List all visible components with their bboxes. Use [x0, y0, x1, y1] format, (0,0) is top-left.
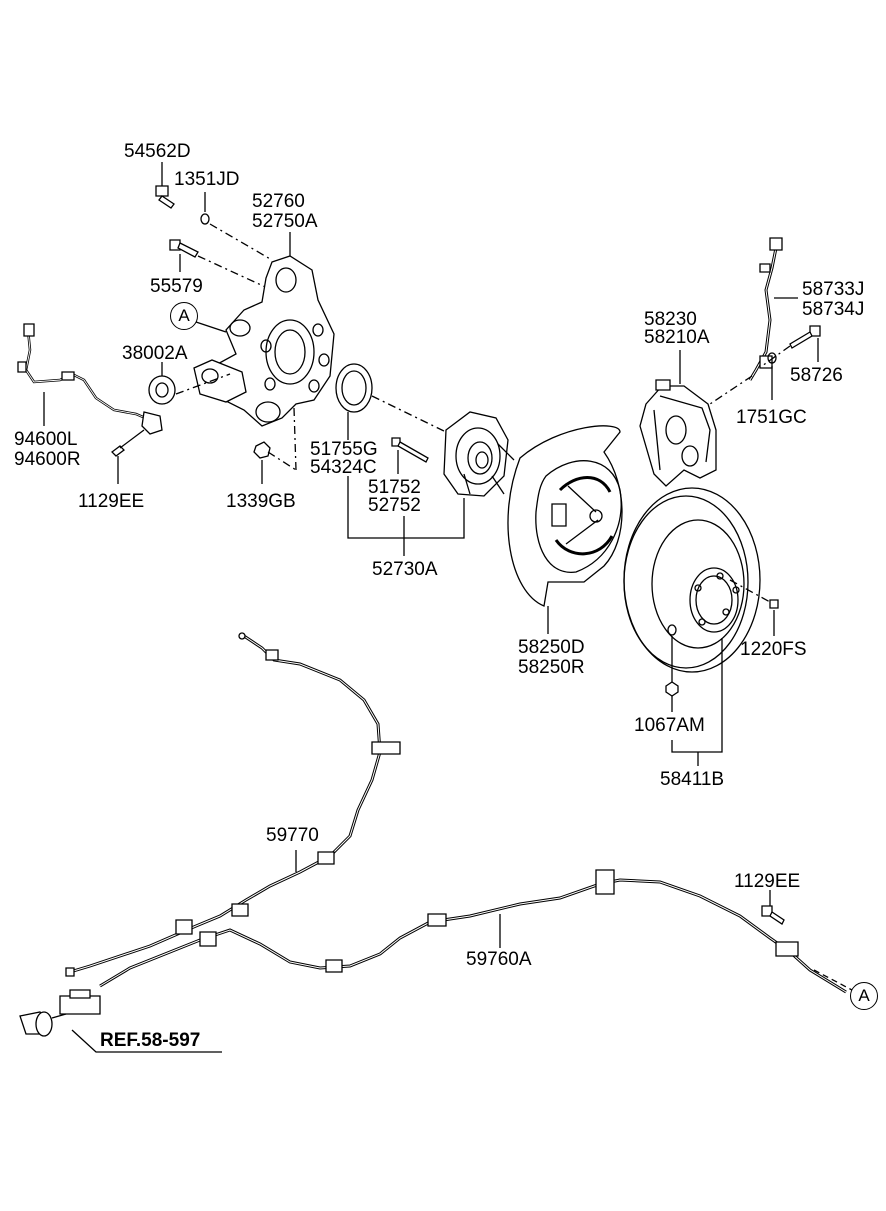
callout-a-bottom: A	[850, 982, 878, 1010]
wheel-speed-sensor-94600	[18, 324, 162, 434]
washer-1751GC	[768, 353, 776, 363]
label-94600R: 94600R	[14, 449, 81, 470]
dash-seal-hub	[372, 396, 446, 432]
bracket-38002A	[194, 360, 246, 402]
label-58230: 58230	[644, 309, 697, 330]
brake-disc-58411B	[624, 488, 760, 672]
label-1129EE-bottom: 1129EE	[734, 871, 801, 892]
label-1339GB: 1339GB	[226, 491, 296, 512]
label-58734J: 58734J	[802, 299, 865, 320]
bolt-58726	[790, 326, 820, 348]
bolt-1220FS	[770, 600, 778, 608]
dash-disc-bolt	[730, 580, 770, 602]
label-58733J: 58733J	[802, 279, 865, 300]
seal-51755G	[336, 364, 372, 412]
label-58411B: 58411B	[660, 769, 725, 790]
label-52752: 52752	[368, 495, 421, 516]
hub-bearing-52730A	[444, 412, 514, 496]
reference-label[interactable]: REF.58-597	[100, 1030, 201, 1051]
bolt-51752	[392, 438, 428, 462]
callout-a-top: A	[170, 302, 198, 330]
label-1351JD: 1351JD	[174, 169, 240, 190]
dash-hose-caliper	[710, 376, 752, 404]
label-1220FS: 1220FS	[740, 639, 807, 660]
nut-1339GB	[254, 442, 270, 458]
bracket-58411B	[672, 638, 722, 752]
washer-1351JD	[201, 214, 209, 224]
equalizer-ref	[20, 990, 100, 1036]
leader-A-top	[196, 322, 226, 332]
bolt-1129EE-bottom	[762, 906, 784, 924]
cable-59770	[66, 633, 400, 976]
label-59770: 59770	[266, 825, 319, 846]
label-52760: 52760	[252, 191, 305, 212]
dash-55579	[198, 256, 272, 290]
backing-plate-58250D	[508, 426, 622, 606]
label-58250D: 58250D	[518, 637, 585, 658]
bolt-1129EE-top	[112, 430, 144, 456]
dash-knuckle-lower	[294, 408, 296, 470]
dash-1339GB	[268, 452, 296, 470]
label-51755G: 51755G	[310, 439, 378, 460]
label-54562D: 54562D	[124, 141, 191, 162]
dash-cable-A	[814, 970, 852, 990]
caliper-58210A	[640, 380, 716, 486]
label-52730A: 52730A	[372, 559, 438, 580]
label-58250R: 58250R	[518, 657, 585, 678]
bushing-38002A	[149, 376, 175, 404]
label-38002A: 38002A	[122, 343, 188, 364]
bolt-55579	[170, 240, 198, 257]
label-59760A: 59760A	[466, 949, 532, 970]
ref-leader	[72, 1030, 222, 1052]
bracket-52730A	[348, 476, 464, 538]
nut-1067AM	[666, 682, 678, 696]
dash-1351JD	[210, 224, 272, 260]
label-58726: 58726	[790, 365, 843, 386]
dash-58726	[762, 346, 790, 366]
label-52750A: 52750A	[252, 211, 318, 232]
label-1751GC: 1751GC	[736, 407, 807, 428]
cable-59760A	[100, 870, 846, 992]
brake-hose-58733J	[750, 238, 782, 380]
label-1129EE-top: 1129EE	[78, 491, 145, 512]
label-51752: 51752	[368, 477, 421, 498]
bolt-54562D	[156, 186, 174, 208]
label-58210A: 58210A	[644, 327, 710, 348]
label-1067AM: 1067AM	[634, 715, 705, 736]
label-94600L: 94600L	[14, 429, 78, 450]
label-55579: 55579	[150, 276, 203, 297]
label-54324C: 54324C	[310, 457, 377, 478]
